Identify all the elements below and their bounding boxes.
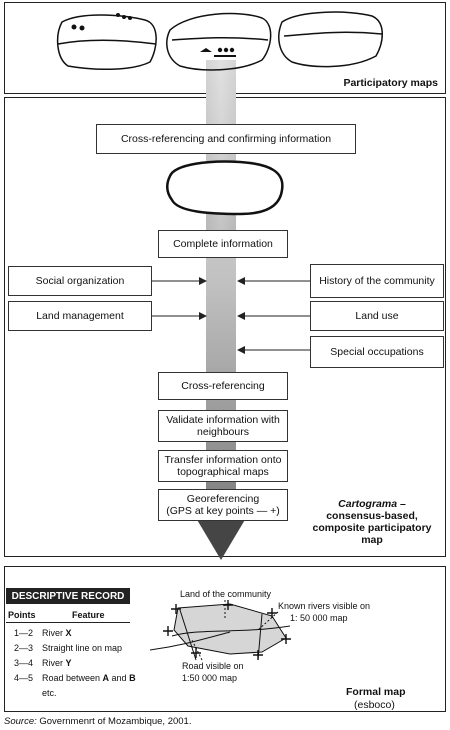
formal-map-title: Formal map bbox=[346, 686, 406, 698]
source-text: Governmenrt of Mozambique, 2001. bbox=[36, 716, 192, 727]
record-row-bold: Y bbox=[65, 658, 72, 668]
validate-box: Validate information with neighbours bbox=[158, 410, 288, 442]
cross-ref-confirm-box: Cross-referencing and confirming informa… bbox=[96, 124, 356, 154]
record-row-feature: etc. bbox=[42, 688, 57, 698]
record-row-feature: River bbox=[42, 628, 66, 638]
georef-line-2: (GPS at key points — +) bbox=[166, 505, 280, 517]
road-label-1: Road visible on bbox=[182, 661, 244, 671]
record-row-feature: Straight line on map bbox=[42, 643, 123, 653]
record-col-feature: Feature bbox=[72, 610, 105, 620]
sketch-map-3 bbox=[278, 11, 383, 68]
record-row-bold: A bbox=[102, 673, 110, 683]
record-row: 4—5 Road between A and B bbox=[14, 673, 136, 683]
pointer-rivers bbox=[257, 611, 279, 631]
community-land-area bbox=[173, 603, 287, 655]
river-line bbox=[171, 625, 291, 637]
record-row: 2—3 Straight line on map bbox=[14, 643, 122, 653]
cartograma-line-2: composite participatory bbox=[312, 522, 432, 534]
land-of-community-label: Land of the community bbox=[180, 589, 272, 599]
land-management-box: Land management bbox=[8, 301, 152, 331]
record-row: 3—4 River Y bbox=[14, 658, 72, 668]
record-row-feature: Road between bbox=[42, 673, 103, 683]
rivers-label-1: Known rivers visible on bbox=[278, 601, 371, 611]
record-row-points: 1—2 bbox=[14, 628, 34, 638]
record-row-points: 3—4 bbox=[14, 658, 34, 668]
special-occupations-box: Special occupations bbox=[310, 336, 444, 368]
record-row-bold-2: B bbox=[129, 673, 136, 683]
cartograma-line-1: consensus-based, bbox=[326, 510, 418, 522]
descriptive-record-title: DESCRIPTIVE RECORD bbox=[6, 588, 130, 604]
road-label-2: 1:50 000 map bbox=[182, 673, 238, 683]
source-prefix: Source: bbox=[4, 716, 37, 727]
participatory-maps-label: Participatory maps bbox=[343, 77, 438, 89]
georef-line-1: Georeferencing bbox=[186, 493, 260, 505]
record-row-points: 4—5 bbox=[14, 673, 34, 683]
flow-arrow-head bbox=[196, 518, 246, 560]
transfer-box: Transfer information onto topographical … bbox=[158, 450, 288, 482]
record-row-points: 2—3 bbox=[14, 643, 34, 653]
gps-points bbox=[163, 600, 291, 660]
land-use-box: Land use bbox=[310, 301, 444, 331]
cartograma-line-3: map bbox=[361, 534, 383, 546]
formal-map bbox=[149, 600, 291, 661]
composite-map-sketch bbox=[166, 160, 284, 216]
record-row: 1—2 River X bbox=[14, 628, 72, 638]
cross-referencing-box: Cross-referencing bbox=[158, 372, 288, 400]
sketch-icons-2 bbox=[200, 47, 236, 57]
source-note: Source: Governmenrt of Mozambique, 2001. bbox=[4, 716, 191, 727]
record-col-points: Points bbox=[8, 610, 36, 620]
record-row-after: and bbox=[109, 673, 130, 683]
cartograma-title: Cartograma – bbox=[338, 498, 406, 510]
sketch-map-2 bbox=[166, 12, 272, 71]
record-header-rule bbox=[6, 622, 130, 623]
georeferencing-box: Georeferencing (GPS at key points — +) bbox=[158, 489, 288, 521]
record-row-bold: X bbox=[65, 628, 72, 638]
cartograma-caption: Cartograma – consensus-based, composite … bbox=[300, 498, 444, 546]
social-organization-box: Social organization bbox=[8, 266, 152, 296]
complete-info-box: Complete information bbox=[158, 230, 288, 258]
record-row-feature: River bbox=[42, 658, 66, 668]
history-box: History of the community bbox=[310, 264, 444, 298]
record-row-etc: etc. bbox=[14, 688, 57, 698]
formal-map-subtitle: (esboco) bbox=[354, 699, 395, 711]
sketch-map-1 bbox=[56, 14, 157, 70]
rivers-label-2: 1: 50 000 map bbox=[290, 613, 348, 623]
sketch-icons-1 bbox=[71, 13, 132, 31]
